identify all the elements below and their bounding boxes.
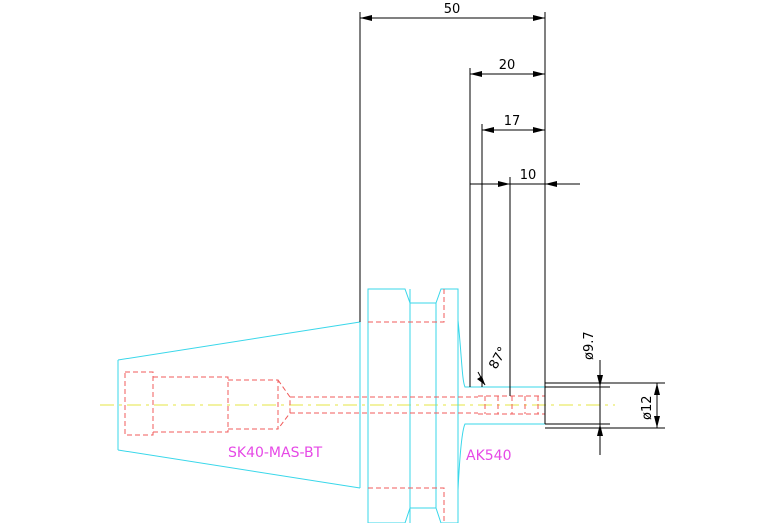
- arrowheads: [360, 15, 660, 436]
- hidden-bore: [124, 287, 545, 523]
- part-labels: SK40-MAS-BT AK540: [228, 445, 511, 464]
- dia97-text: ø9.7: [582, 331, 597, 360]
- dim-10-text: 10: [520, 168, 537, 183]
- dia12-text: ø12: [640, 396, 655, 421]
- bore-shaft: [290, 396, 478, 414]
- flange-groove: [410, 302, 437, 509]
- holder-label: SK40-MAS-BT: [228, 445, 323, 461]
- arrow: [545, 181, 557, 187]
- flange-hidden: [368, 287, 445, 523]
- arrow: [477, 376, 485, 385]
- arrow: [482, 127, 494, 133]
- dim-17-text: 17: [504, 114, 521, 129]
- arrow: [654, 416, 660, 428]
- bore-cone: [277, 379, 291, 430]
- arrow: [533, 71, 545, 77]
- arrow: [470, 71, 482, 77]
- arrow: [597, 375, 603, 387]
- taper-outline: [117, 321, 361, 489]
- flange-right: [435, 288, 459, 524]
- arrow: [533, 15, 545, 21]
- arrow: [654, 383, 660, 395]
- arrow: [597, 424, 603, 436]
- arrow: [533, 127, 545, 133]
- bore-medium: [228, 379, 279, 430]
- collet-slots: [484, 396, 539, 414]
- bore-pocket: [124, 371, 154, 436]
- dim-50-text: 50: [444, 2, 461, 17]
- arrow: [498, 181, 510, 187]
- adapter-label: AK540: [466, 448, 511, 464]
- dim-20-text: 20: [499, 58, 516, 73]
- arrow: [360, 15, 372, 21]
